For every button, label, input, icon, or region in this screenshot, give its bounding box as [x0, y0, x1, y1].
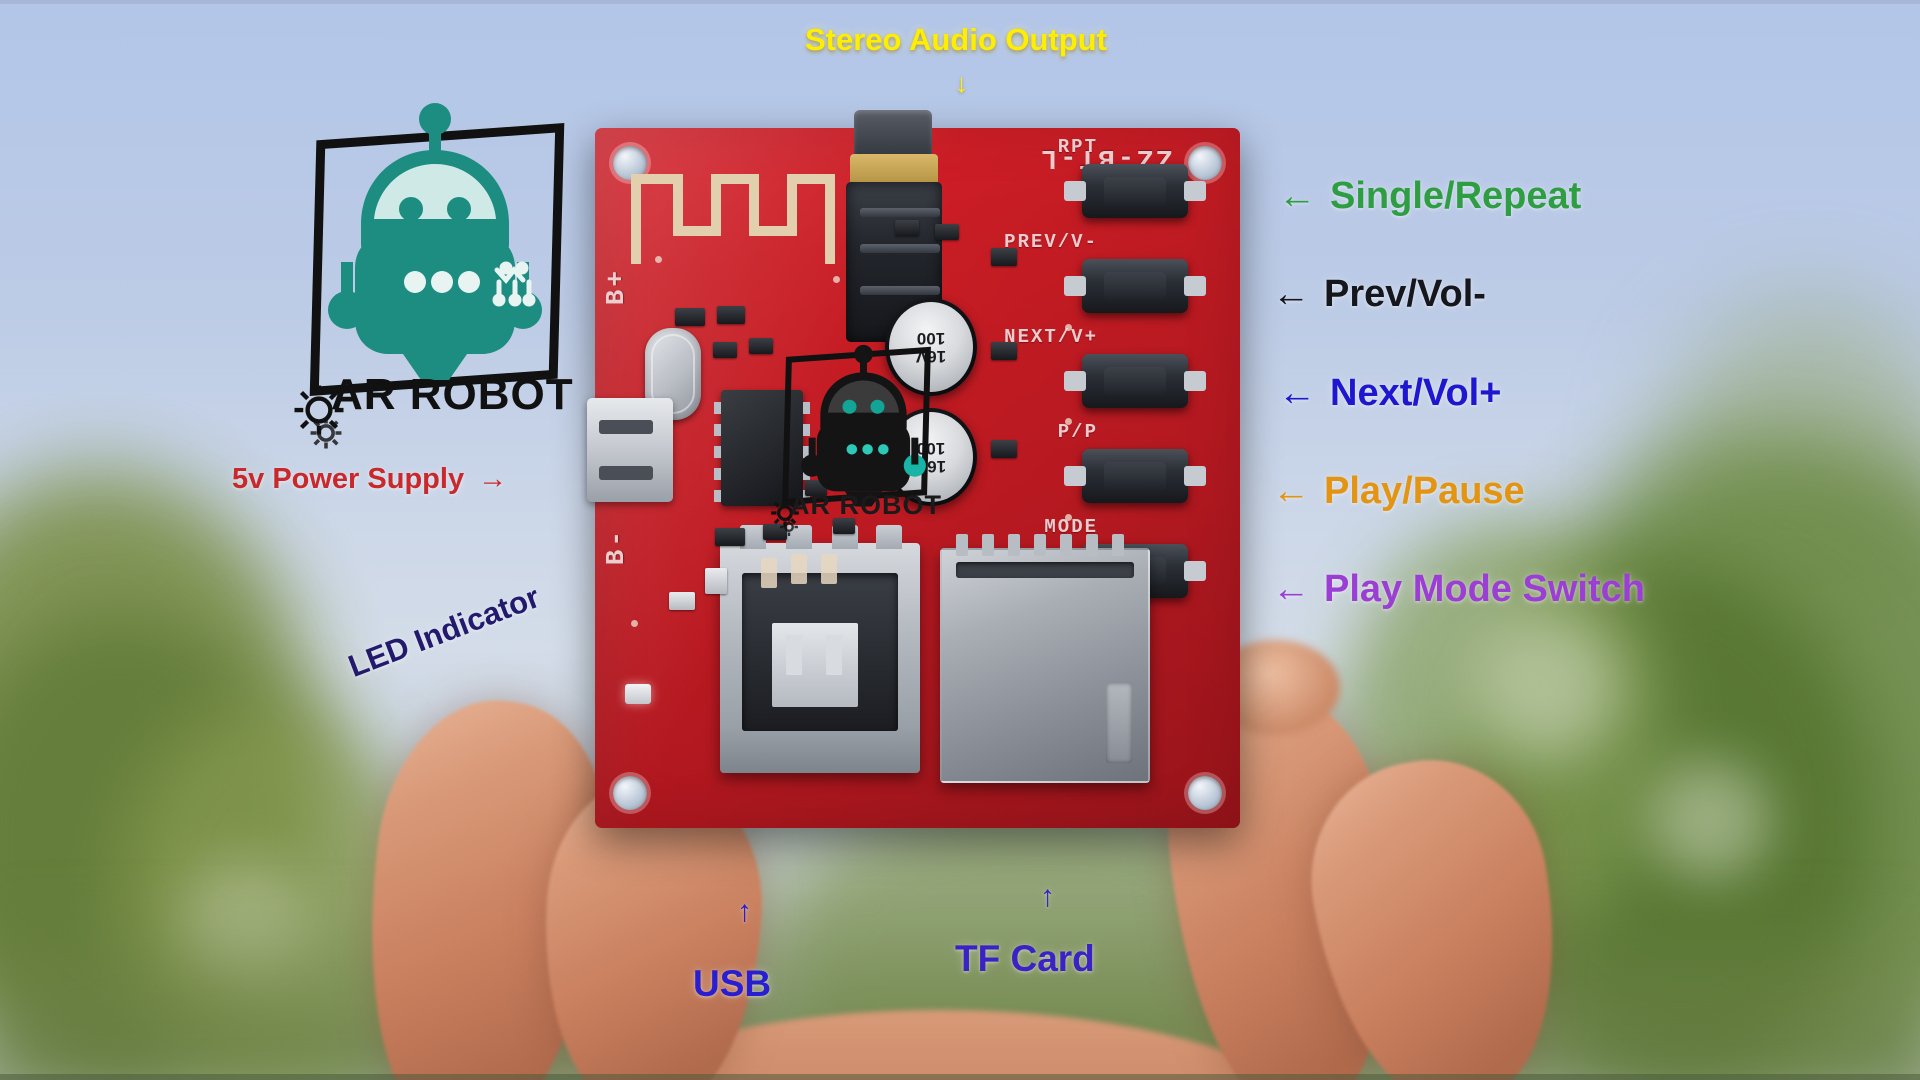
- watermark-logo-primary: AR ROBOT: [285, 92, 585, 449]
- gear-icon: [780, 518, 798, 536]
- silkscreen-prev: PREV/V-: [1004, 231, 1098, 253]
- watermark-brand-text: AR ROBOT: [331, 370, 574, 419]
- silkscreen-next: NEXT/V+: [1004, 326, 1098, 348]
- label-next-vol-up: ← Next/Vol+: [1278, 372, 1501, 415]
- tf-card-opening: [956, 562, 1134, 578]
- silkscreen-play-pause: P/P: [1057, 421, 1098, 443]
- button-repeat[interactable]: [1064, 164, 1206, 218]
- mounting-hole: [1188, 776, 1222, 810]
- label-play-pause: ← Play/Pause: [1272, 470, 1525, 513]
- label-power-supply: 5v Power Supply →: [232, 463, 507, 496]
- label-stereo-audio-output: Stereo Audio Output: [805, 22, 1107, 57]
- silkscreen-mode: MODE: [1044, 516, 1098, 538]
- arrow-single-repeat: ←: [1278, 175, 1316, 217]
- arrow-power-supply: →: [478, 463, 508, 495]
- tf-eject-notch: [1106, 683, 1132, 763]
- led-indicator: [625, 684, 651, 704]
- bottom-edge: [0, 1074, 1920, 1080]
- watermark-logo-secondary: AR ROBOT: [770, 330, 945, 536]
- usb-a-tongue: [772, 623, 858, 707]
- silkscreen-b-minus: B-: [601, 528, 631, 566]
- button-play-pause[interactable]: [1064, 449, 1206, 503]
- watermark-brand-text: AR ROBOT: [790, 490, 942, 520]
- ic-chip: [714, 390, 810, 506]
- tf-card-slot: [940, 534, 1150, 783]
- arrow-usb: ↑: [737, 895, 752, 928]
- label-play-mode-switch: ← Play Mode Switch: [1272, 568, 1645, 611]
- label-single-repeat: ← Single/Repeat: [1278, 175, 1581, 218]
- usb-a-cavity: [742, 573, 898, 731]
- micro-usb-power-port: [587, 398, 673, 502]
- top-edge: [0, 0, 1920, 4]
- robot-icon: [328, 103, 542, 380]
- crystal-oscillator: [645, 328, 701, 420]
- bokeh-highlight: [1470, 610, 1620, 760]
- button-next-vol-up[interactable]: [1064, 354, 1206, 408]
- arrow-stereo-audio-output: ↓: [955, 68, 968, 98]
- label-power-supply-text: 5v Power Supply: [232, 463, 465, 495]
- mounting-hole: [1188, 146, 1222, 180]
- bokeh-highlight: [1650, 760, 1770, 880]
- label-next-vol-up-text: Next/Vol+: [1330, 372, 1502, 414]
- pcb-board: ZZ-BT-L B+ B-: [587, 110, 1240, 828]
- arrow-play-pause: ←: [1272, 470, 1310, 512]
- mounting-hole: [613, 776, 647, 810]
- button-prev-vol-down[interactable]: [1064, 259, 1206, 313]
- arrow-next-vol-up: ←: [1278, 372, 1316, 414]
- arrow-prev-vol-down: ←: [1272, 273, 1310, 315]
- arrow-play-mode-switch: ←: [1272, 568, 1310, 610]
- silkscreen-rpt: RPT: [1057, 136, 1098, 158]
- label-prev-vol-down: ← Prev/Vol-: [1272, 273, 1486, 316]
- arrow-tf-card: ↑: [1040, 880, 1055, 913]
- silkscreen-b-plus: B+: [601, 268, 631, 306]
- label-usb: USB: [693, 963, 772, 1004]
- label-tf-card: TF Card: [955, 938, 1095, 979]
- label-single-repeat-text: Single/Repeat: [1330, 175, 1582, 217]
- capacitor-top: 16V 100: [889, 302, 973, 392]
- label-prev-vol-down-text: Prev/Vol-: [1324, 273, 1486, 315]
- label-play-mode-switch-text: Play Mode Switch: [1324, 568, 1645, 610]
- pcb-antenna: [631, 174, 851, 264]
- robot-icon: [801, 344, 926, 507]
- usb-a-port: [720, 525, 920, 773]
- electrolytic-capacitor: 16V 100: [885, 298, 977, 396]
- gear-icon: [310, 417, 342, 449]
- label-play-pause-text: Play/Pause: [1324, 470, 1525, 512]
